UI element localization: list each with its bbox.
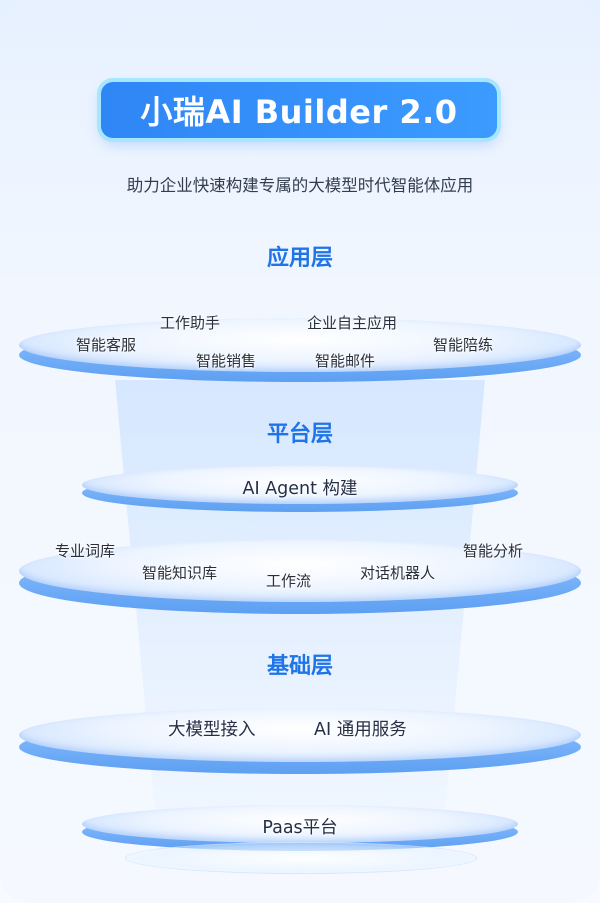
platform-layer-disc: [19, 540, 581, 614]
platform-item-chatbot: 对话机器人: [360, 564, 436, 582]
page-title: 小瑞AI Builder 2.0: [140, 93, 458, 131]
platform-item-workflow: 工作流: [266, 572, 312, 590]
subtitle: 助力企业快速构建专属的大模型时代智能体应用: [126, 176, 474, 195]
foundation-layer-title: 基础层: [266, 654, 333, 679]
app-item-smart-email: 智能邮件: [315, 352, 376, 370]
foundation-item-llm-access: 大模型接入: [168, 720, 256, 740]
title-banner: 小瑞AI Builder 2.0: [101, 82, 497, 138]
agent-build-label: AI Agent 构建: [242, 479, 358, 499]
light-beam: [115, 380, 485, 860]
floor-glow: [125, 842, 477, 874]
app-item-work-assistant: 工作助手: [160, 314, 221, 332]
application-layer-disc: [19, 318, 581, 382]
app-item-smart-coaching: 智能陪练: [433, 336, 494, 354]
agent-build-disc: [82, 466, 518, 512]
app-item-customer-service: 智能客服: [76, 336, 137, 354]
foundation-item-ai-services: AI 通用服务: [314, 720, 407, 740]
application-layer-title: 应用层: [266, 246, 333, 271]
app-item-enterprise-apps: 企业自主应用: [307, 314, 398, 332]
platform-item-smart-analytics: 智能分析: [463, 542, 524, 560]
paas-label: Paas平台: [262, 818, 338, 838]
foundation-layer-disc: [19, 708, 581, 774]
platform-item-vocabulary: 专业词库: [55, 542, 116, 560]
platform-layer-title: 平台层: [266, 422, 333, 447]
app-item-smart-sales: 智能销售: [196, 352, 257, 370]
platform-item-knowledge-base: 智能知识库: [142, 564, 218, 582]
